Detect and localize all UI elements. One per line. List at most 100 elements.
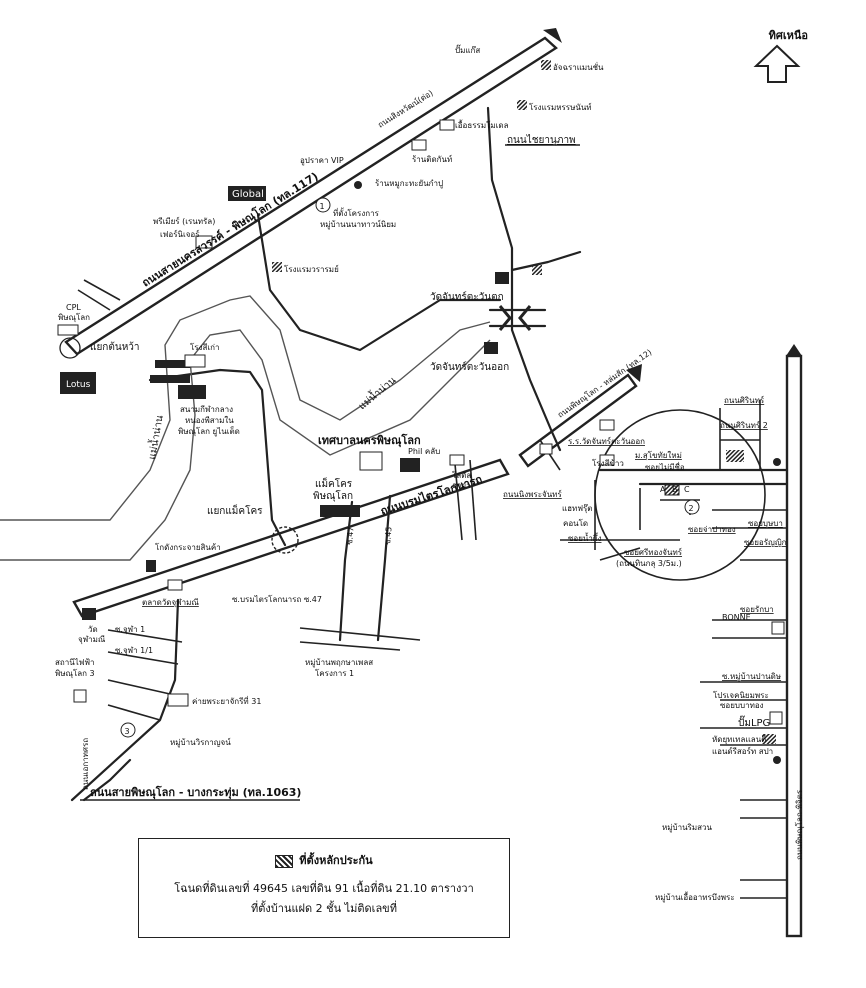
map-label: เทศบาลนครพิษณุโลก xyxy=(318,433,421,448)
stadium-icon xyxy=(178,385,206,399)
map-label: โรงแรมวรารมย์ xyxy=(284,264,339,274)
map-label: โรงแรมหรรษนันท์ xyxy=(529,102,592,112)
map-label: หมู่บ้านวิรกาญจน์ xyxy=(170,737,231,748)
talad-icon xyxy=(167,579,183,591)
map-label: จุฬามณี xyxy=(78,635,106,644)
map-label: Global xyxy=(232,189,264,200)
map-label: วัด xyxy=(88,625,98,634)
map-label: โลตัส xyxy=(452,470,471,480)
makro-roundabout xyxy=(271,526,299,554)
number-markers: 1 2 3 xyxy=(120,197,700,738)
map-label: ที่ตั้งโครงการ xyxy=(333,207,380,218)
highway-east xyxy=(518,364,642,468)
map-label: พิษณุโลก 3 xyxy=(55,668,95,678)
station-icon xyxy=(73,689,87,703)
map-label: ตลาดวัดจุฬามณี xyxy=(142,598,199,607)
map-label: โรงสีข้าว xyxy=(592,458,624,468)
ekkatham-icon xyxy=(439,119,455,131)
phil-icon xyxy=(400,458,420,472)
map-label: Phil คลับ xyxy=(408,447,440,456)
camp-icon xyxy=(167,693,189,707)
map-label: แอนด์รีสอร์ท สปา xyxy=(712,746,773,756)
map-label: ร้านติดกันท์ xyxy=(412,154,452,164)
premier-icon xyxy=(195,235,213,249)
road-label-right-hw: ถนนพิษณุโลก-พิจิตร xyxy=(794,789,804,860)
watchan-tok-icon xyxy=(495,272,509,284)
map-label: พิษณุโลก xyxy=(313,489,353,502)
map-label: ซ.47 xyxy=(345,526,356,545)
map-label: โปรเจคนิยมพระ xyxy=(713,690,769,700)
map-label: แยกแม็คโคร xyxy=(207,503,263,517)
map-label: ซ.จุฬา 1 xyxy=(115,625,145,634)
watchan-ok-icon xyxy=(484,342,498,354)
project-site-icon xyxy=(664,484,680,496)
map-label: ถนนศิรินทร์ xyxy=(724,395,765,405)
map-label: ฮาย่า xyxy=(452,481,471,490)
global-logo-icon xyxy=(228,186,266,201)
map-label: ซ.หมู่บ้านปานดิษ xyxy=(722,672,781,682)
map-label: ถนนนิงพระจันทร์ xyxy=(503,489,562,499)
rantakatan-icon xyxy=(411,139,427,151)
map-label: โรงสีเก่า xyxy=(190,342,219,352)
map-label: ร.ร.วัดจันทร์ตะวันออก xyxy=(568,436,645,446)
detail-inset-circle xyxy=(594,409,766,581)
map-label: พิษณุโลก ยูไนเต็ด xyxy=(178,426,240,437)
hatch-icon-4 xyxy=(272,262,282,272)
map-label: ร้านหมูกะทะยันกำปู xyxy=(375,179,443,189)
hatch-icon-2 xyxy=(517,100,527,110)
hatyai-icon xyxy=(762,734,776,744)
bridge xyxy=(150,360,190,383)
tessaban-e-icon xyxy=(539,443,553,455)
pin-icon-2 xyxy=(148,562,156,570)
tessaban-icon xyxy=(359,451,383,471)
map-label: Lotus xyxy=(66,380,91,390)
map-label: อูปราคา VIP xyxy=(300,156,344,166)
map-label: 3 xyxy=(125,727,130,736)
hatch-legend-icon xyxy=(275,854,294,868)
lotus2-icon xyxy=(449,454,465,466)
bonne-icon xyxy=(771,621,785,635)
wat-chula-icon xyxy=(82,608,96,620)
map-label: 2 xyxy=(689,504,694,513)
map-label: สถานีไฟฟ้า xyxy=(55,658,95,667)
map-label: 1 xyxy=(320,202,325,211)
map-label: หมู่บ้านริมสวน xyxy=(662,823,713,833)
highway-117 xyxy=(64,28,562,356)
map-label: ปั๊มแก๊ส xyxy=(455,44,480,55)
legend: ที่ตั้งหลักประกัน โฉนดที่ดินเลขที่ 49645… xyxy=(138,838,510,938)
north-arrow-icon xyxy=(753,44,801,83)
cpl-building-icon xyxy=(57,324,79,336)
map-label: ซ.จุฬา 1/1 xyxy=(115,646,153,655)
map-label: ม.สุโขทัยใหม่ xyxy=(635,450,682,460)
map-label: A xyxy=(660,485,666,494)
map-label: สนามกีฬากลาง xyxy=(180,405,233,414)
map-label: ซอยจ่าปาทอง xyxy=(688,525,736,534)
nan-river xyxy=(0,295,491,561)
map-label: หมู่บ้านนนาทาวน์นิยม xyxy=(320,219,396,230)
map-label: แม็คโคร xyxy=(315,476,353,490)
map-label: คอนโด xyxy=(563,518,588,528)
hatch-icon-3 xyxy=(532,265,542,275)
map-label: แฮทฟรุ๊ต xyxy=(562,503,592,513)
map-label: CPL xyxy=(66,303,81,312)
map-label: หมู่บ้านเอื้ออาทรบึงพระ xyxy=(655,891,735,903)
map-label: ปั๊มLPG xyxy=(738,715,770,729)
map-label: หัดยุทเทลเเลนด์ xyxy=(712,734,766,744)
highway-right xyxy=(785,344,803,938)
hatch-icon-1 xyxy=(541,60,551,70)
rs-school-icon xyxy=(599,419,615,431)
map-label: หมู่บ้านพฤกษาเพลส xyxy=(305,658,373,668)
rongsi2-icon xyxy=(599,454,615,466)
tonwa-junction xyxy=(59,337,81,359)
north-label: ทิศเหนือ xyxy=(768,29,808,42)
map-label: เอื้อธรรมโมเดล xyxy=(455,119,509,130)
map-label: ซอยน้ำผึ้ง xyxy=(568,532,602,543)
road-crossing xyxy=(498,305,532,331)
legend-line2: ที่ตั้งบ้านแฝด 2 ชั้น ไม่ติดเลขที่ xyxy=(251,902,397,915)
map-label: ซ.บรมไตรโลกนารถ ซ.47 xyxy=(232,594,322,604)
pump-lpg-icon xyxy=(769,711,783,725)
map-label: อัจฉราแมนชั่น xyxy=(553,61,604,72)
map-label: BONNE xyxy=(722,613,751,622)
map-label: ซอยอรัญญิก xyxy=(744,538,787,547)
map-label: หนองพีสามใน xyxy=(185,416,234,425)
